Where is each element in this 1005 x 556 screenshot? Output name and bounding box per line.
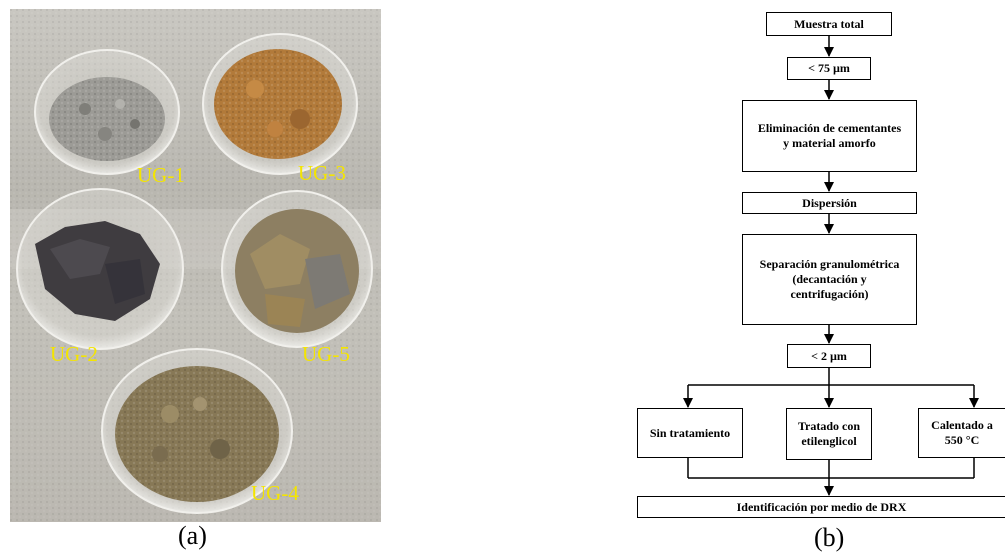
sample-photo: UG-1 UG-3 UG-2 UG-5 UG-4 bbox=[10, 9, 381, 522]
step-sin-tratamiento-label: Sin tratamiento bbox=[649, 425, 731, 440]
sample-label-ug2: UG-2 bbox=[50, 342, 98, 366]
step-identificacion-drx: Identificación por medio de DRX bbox=[637, 496, 1005, 518]
sample-bowls-illustration bbox=[10, 9, 381, 522]
step-identificacion-label: Identificación por medio de DRX bbox=[736, 499, 907, 514]
step-eliminacion: Eliminación de cementantes y material am… bbox=[742, 100, 917, 172]
step-etilenglicol-label: Tratado con etilenglicol bbox=[797, 419, 861, 448]
caption-b: (b) bbox=[814, 523, 845, 552]
step-separacion: Separación granulométrica (decantación y… bbox=[742, 234, 917, 325]
step-calentado-line1: Calentado a bbox=[931, 418, 993, 432]
step-dispersion: Dispersión bbox=[742, 192, 917, 214]
step-fraction-2um: < 2 µm bbox=[787, 344, 871, 368]
step-calentado-550: Calentado a 550 °C bbox=[918, 408, 1005, 458]
sample-label-ug1: UG-1 bbox=[137, 163, 185, 187]
step-dispersion-label: Dispersión bbox=[802, 195, 857, 210]
sample-label-ug5: UG-5 bbox=[302, 342, 350, 366]
step-calentado-line2: 550 °C bbox=[944, 433, 980, 447]
step-etilenglicol: Tratado con etilenglicol bbox=[786, 408, 872, 460]
step-muestra-total: Muestra total bbox=[766, 12, 892, 36]
sample-label-ug4: UG-4 bbox=[251, 481, 299, 505]
sample-label-ug3: UG-3 bbox=[298, 161, 346, 185]
bowl-ug3 bbox=[202, 33, 358, 175]
bowl-ug2 bbox=[16, 188, 184, 350]
bowl-ug5 bbox=[221, 190, 373, 348]
step-sin-tratamiento: Sin tratamiento bbox=[637, 408, 743, 458]
step-muestra-total-label: Muestra total bbox=[794, 16, 864, 31]
bowl-ug1 bbox=[34, 49, 180, 175]
step-sieve-75um: < 75 µm bbox=[787, 57, 871, 80]
bowl-ug4 bbox=[101, 348, 293, 514]
step-separacion-detail: (decantación y centrifugación) bbox=[790, 272, 869, 301]
step-separacion-title: Separación granulométrica bbox=[759, 257, 900, 271]
step-eliminacion-label: Eliminación de cementantes y material am… bbox=[757, 121, 902, 150]
caption-a: (a) bbox=[178, 521, 207, 550]
step-sieve-label: < 75 µm bbox=[808, 61, 850, 75]
step-fraction-label: < 2 µm bbox=[811, 348, 847, 363]
